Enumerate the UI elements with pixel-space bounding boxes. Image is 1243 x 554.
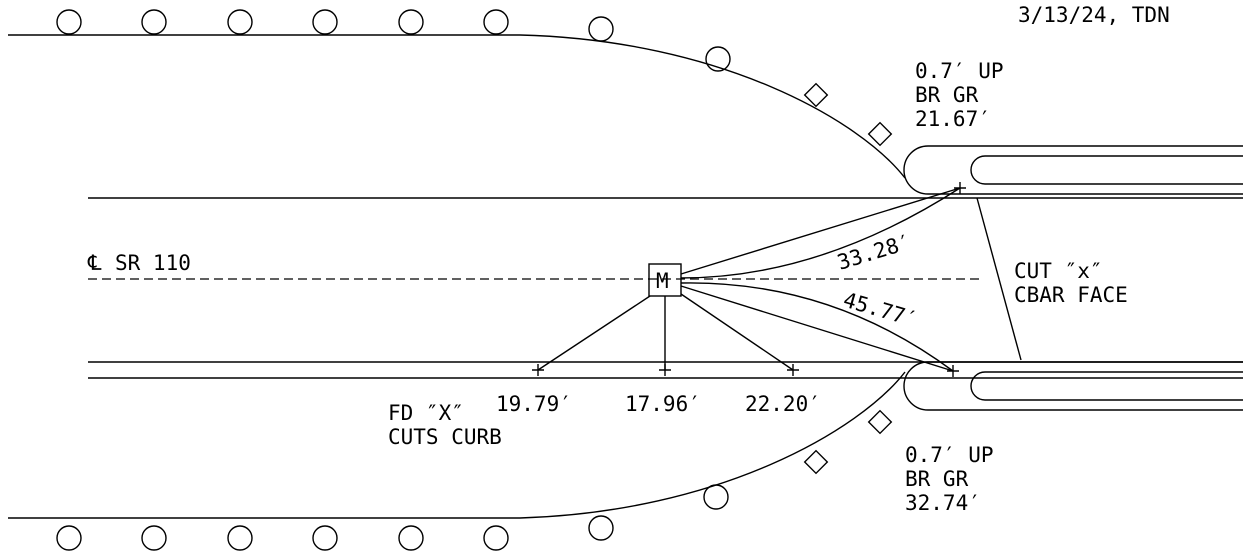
post-circle [141, 525, 167, 551]
post-circle [312, 525, 338, 551]
post-circle [588, 16, 614, 42]
radial-lines [537, 187, 961, 372]
marker-diamond [803, 82, 829, 108]
monument-symbol: M [656, 269, 669, 293]
lower-barrier-inner [970, 371, 1243, 401]
upper-barrier-outer [903, 145, 1243, 195]
post-circle [227, 9, 253, 35]
distance-33-28: 33.28′ [834, 230, 914, 275]
upper-note-line-1: 0.7′ UP [915, 59, 1004, 83]
upper-edge-line [8, 34, 906, 179]
post-circle [588, 515, 614, 541]
post-circle [703, 484, 729, 510]
lower-barrier-outer [903, 361, 1243, 411]
post-circle [483, 525, 509, 551]
lower-note-line-2: BR GR [905, 467, 969, 491]
arc-45-77 [680, 282, 954, 372]
marker-diamond [803, 449, 829, 475]
distance-45-77: 45.77′ [841, 288, 921, 332]
post-circle [398, 525, 424, 551]
marker-diamond [867, 409, 893, 435]
ray-to-upper [680, 187, 961, 275]
post-circle [312, 9, 338, 35]
ray-to-curb-right [680, 293, 794, 371]
ray-to-lower [680, 285, 954, 372]
lower-note-line-1: 0.7′ UP [905, 443, 994, 467]
cut-line [976, 197, 1022, 361]
ray-to-curb-left [537, 295, 651, 371]
distance-22-20: 22.20′ [745, 392, 821, 416]
post-circle [705, 46, 731, 72]
bottom-post-row [56, 484, 729, 551]
top-post-row [56, 9, 731, 72]
post-circle [56, 9, 82, 35]
lower-note-line-3: 32.74′ [905, 491, 981, 515]
cut-note-line-1: CUT ″x″ [1014, 259, 1103, 283]
monument-box [648, 263, 682, 297]
centerline-label: SR 110 [115, 251, 191, 275]
distance-19-79: 19.79′ [496, 392, 572, 416]
lower-edge-line [8, 371, 906, 519]
upper-barrier-inner [970, 155, 1243, 185]
post-circle [398, 9, 424, 35]
post-circle [56, 525, 82, 551]
upper-note-line-2: BR GR [915, 83, 979, 107]
centerline-symbol: ℄ [87, 251, 102, 275]
found-note-line-2: CUTS CURB [388, 425, 502, 449]
date-initials: 3/13/24, TDN [1018, 3, 1170, 27]
post-circle [483, 9, 509, 35]
cut-note-line-2: CBAR FACE [1014, 283, 1128, 307]
post-circle [227, 525, 253, 551]
found-note-line-1: FD ″X″ [388, 401, 464, 425]
distance-17-96: 17.96′ [625, 392, 701, 416]
upper-note-line-3: 21.67′ [915, 107, 991, 131]
arc-33-28 [680, 187, 961, 279]
marker-diamond [867, 121, 893, 147]
post-circle [141, 9, 167, 35]
